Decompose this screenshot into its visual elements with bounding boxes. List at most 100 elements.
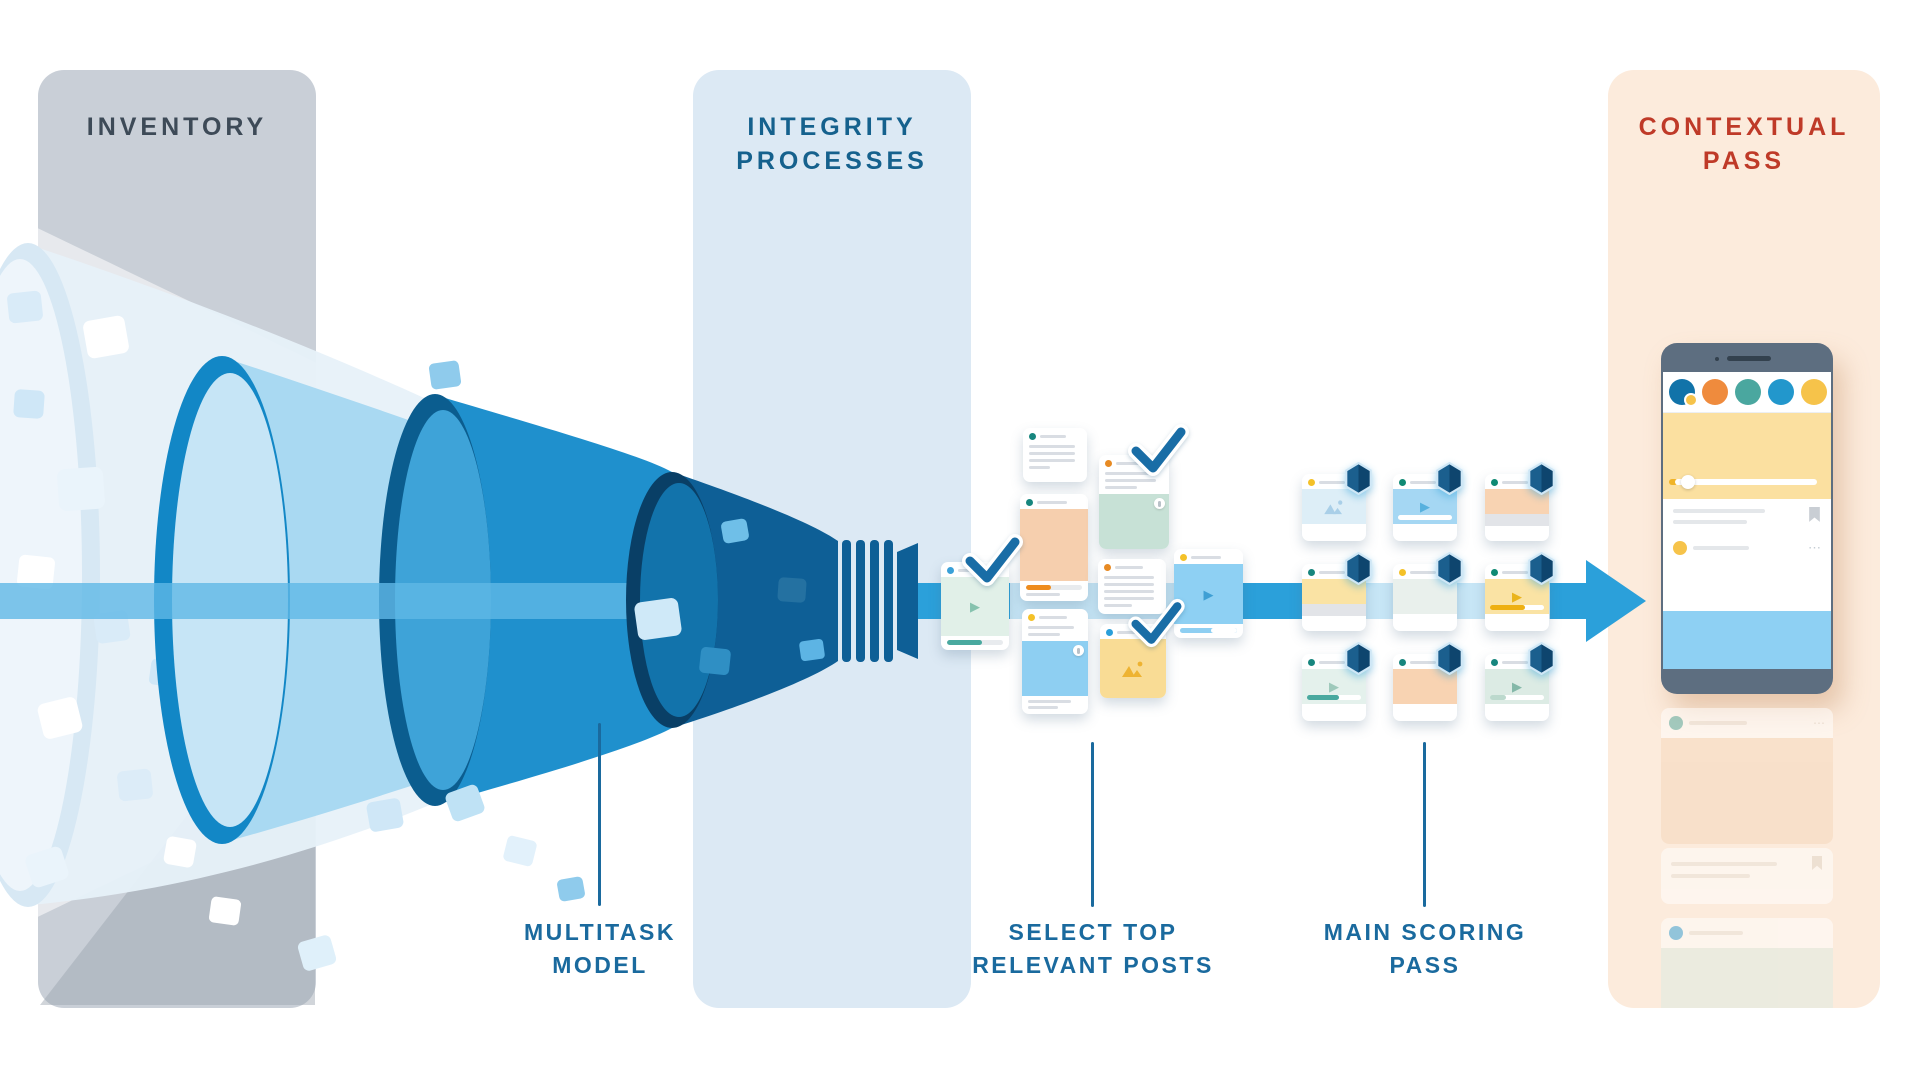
- story-avatar: [1735, 379, 1761, 405]
- score-hexagon-badge: [1436, 642, 1463, 675]
- checkmark-icon: [1128, 598, 1185, 648]
- play-icon: ▶: [1512, 679, 1522, 694]
- avatar-dot: [947, 567, 954, 574]
- score-hexagon-badge: [1528, 642, 1555, 675]
- multitask-line1: MULTITASK: [524, 919, 676, 945]
- video-thumbnail: ▶: [1485, 669, 1549, 704]
- story-avatar: [1768, 379, 1794, 405]
- avatar-dot: [1399, 569, 1406, 576]
- count-badge: [1154, 498, 1165, 509]
- play-icon: ▶: [1512, 589, 1522, 604]
- stories-row: [1663, 372, 1831, 413]
- integrity-label-line1: INTEGRITY: [747, 113, 917, 141]
- author-avatar: [1669, 716, 1683, 730]
- video-progress: [1490, 605, 1526, 610]
- select-top-line1: SELECT TOP: [1008, 919, 1178, 945]
- content-area: [1393, 579, 1457, 614]
- phone-mockup: ⋯: [1661, 343, 1833, 694]
- main-scoring-grid: ▶ ▶: [1302, 462, 1555, 724]
- avatar-dot: [1491, 569, 1498, 576]
- select-top-callout-label: SELECT TOP RELEVANT POSTS: [953, 916, 1233, 982]
- avatar-dot: [1105, 460, 1112, 467]
- text-post-card: [1023, 428, 1087, 482]
- photo-thumbnail: [1099, 494, 1169, 549]
- avatar-dot: [1180, 554, 1187, 561]
- faded-post-card: [1661, 918, 1833, 1008]
- featured-media: [1663, 413, 1831, 499]
- avatar-dot: [1106, 629, 1113, 636]
- avatar-dot: [1399, 479, 1406, 486]
- multitask-callout-line: [598, 723, 601, 906]
- image-thumbnail: [1393, 669, 1457, 704]
- avatar-dot: [1491, 659, 1498, 666]
- selected-photo-post-card: [1099, 455, 1169, 549]
- video-progress: [1180, 628, 1237, 633]
- story-avatar: [1702, 379, 1728, 405]
- main-scoring-line1: MAIN SCORING: [1323, 919, 1527, 945]
- multitask-callout-label: MULTITASK MODEL: [460, 916, 740, 982]
- post-image: [1661, 738, 1833, 844]
- checkmark-icon: [1128, 424, 1189, 476]
- image-thumbnail: [1100, 639, 1166, 698]
- post-progress: [1026, 585, 1082, 590]
- multitask-line2: MODEL: [552, 952, 648, 978]
- select-top-callout-line: [1091, 742, 1094, 907]
- text-post-card: [1098, 559, 1166, 614]
- story-avatar: [1669, 379, 1698, 407]
- author-avatar: [1673, 541, 1687, 555]
- scored-image-card: [1393, 654, 1457, 721]
- contextual-label-line2: PASS: [1702, 147, 1786, 175]
- video-thumbnail: ▶: [941, 577, 1009, 636]
- scored-video-card: ▶: [1393, 474, 1457, 541]
- video-thumbnail: ▶: [1302, 669, 1366, 704]
- main-scoring-callout-label: MAIN SCORING PASS: [1285, 916, 1565, 982]
- video-progress: [1307, 695, 1340, 700]
- avatar-dot: [1308, 659, 1315, 666]
- score-hexagon-badge: [1528, 462, 1555, 495]
- score-hexagon-badge: [1345, 462, 1372, 495]
- bookmark-icon: [1809, 507, 1820, 522]
- video-progress: [1398, 515, 1452, 520]
- score-hexagon-badge: [1345, 642, 1372, 675]
- photo-icon: [1324, 499, 1343, 514]
- main-scoring-line2: PASS: [1389, 952, 1461, 978]
- video-progress: [947, 640, 1003, 645]
- bookmark-icon: [1812, 856, 1822, 870]
- post-author-row: ⋯: [1663, 531, 1831, 563]
- avatar-dot: [1104, 564, 1111, 571]
- avatar-dot: [1026, 499, 1033, 506]
- image-thumbnail: [1022, 641, 1088, 696]
- avatar-dot: [1399, 659, 1406, 666]
- contextual-label-line1: CONTEXTUAL: [1638, 113, 1850, 141]
- media-progress-track: [1675, 479, 1817, 485]
- video-thumbnail: ▶: [1485, 579, 1549, 614]
- media-progress-knob: [1681, 475, 1695, 489]
- score-hexagon-badge: [1436, 462, 1463, 495]
- main-scoring-callout-line: [1423, 742, 1426, 907]
- funnel-bell-medium: [379, 394, 672, 806]
- photo-icon: [1122, 661, 1143, 677]
- photo-thumbnail: [1302, 489, 1366, 524]
- integrity-stage-label: INTEGRITY PROCESSES: [693, 70, 971, 178]
- faded-post-card: ⋯: [1661, 708, 1833, 844]
- selected-image-post-card: [1100, 624, 1166, 698]
- play-icon: ▶: [970, 599, 980, 614]
- integrity-label-line2: PROCESSES: [736, 147, 928, 175]
- avatar-dot: [1491, 479, 1498, 486]
- play-icon: ▶: [1420, 499, 1430, 514]
- select-top-line2: RELEVANT POSTS: [972, 952, 1214, 978]
- integrity-stage-column: INTEGRITY PROCESSES: [693, 70, 971, 1008]
- phone-screen: ⋯: [1663, 372, 1831, 669]
- avatar-dot: [1029, 433, 1036, 440]
- post-image: [1663, 611, 1831, 669]
- more-icon: ⋯: [1808, 540, 1821, 555]
- play-icon: ▶: [1329, 679, 1339, 694]
- post-image: [1661, 948, 1833, 1008]
- inventory-stage-column: INVENTORY: [38, 70, 316, 1008]
- play-icon: ▶: [1203, 586, 1214, 602]
- video-thumbnail: ▶: [1393, 489, 1457, 524]
- video-post-card: ▶: [1174, 549, 1243, 638]
- phone-speaker: [1727, 356, 1771, 361]
- link-post-card: [1022, 609, 1088, 714]
